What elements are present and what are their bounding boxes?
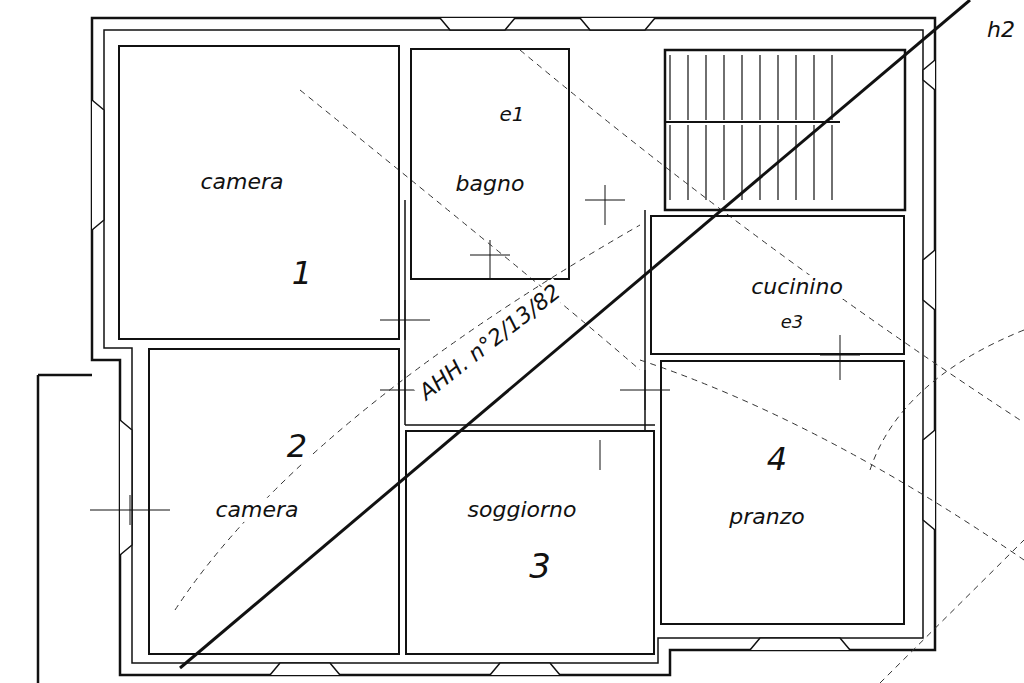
approval-stamp: AHH. n°2/13/82 — [413, 278, 568, 407]
room-name: bagno — [453, 172, 528, 196]
room: camera 1 — [118, 45, 400, 340]
room-code: e3 — [778, 312, 807, 332]
room: e1 bagno — [410, 48, 570, 280]
room-name: camera — [197, 170, 286, 194]
room: 4 pranzo — [660, 360, 905, 625]
room-number: 1 — [289, 256, 315, 291]
room-name: cucinino — [748, 275, 846, 299]
room-number: 3 — [526, 548, 554, 585]
windows — [92, 18, 935, 675]
room: soggiorno 3 — [405, 430, 655, 655]
room: 2 camera — [148, 348, 400, 655]
cancel-line — [180, 0, 970, 668]
sheet-label: h2 — [984, 18, 1018, 42]
door-marks — [90, 185, 860, 525]
walls — [38, 18, 935, 683]
room-name: camera — [212, 498, 301, 522]
room-name: soggiorno — [465, 498, 580, 522]
room-name: pranzo — [726, 505, 807, 529]
room-number: 4 — [764, 442, 790, 477]
staircase — [665, 55, 840, 200]
room-number: 2 — [284, 429, 310, 464]
swing-arcs — [175, 50, 1024, 683]
room-code: e1 — [496, 103, 527, 125]
room: cucinino e3 — [650, 215, 905, 355]
